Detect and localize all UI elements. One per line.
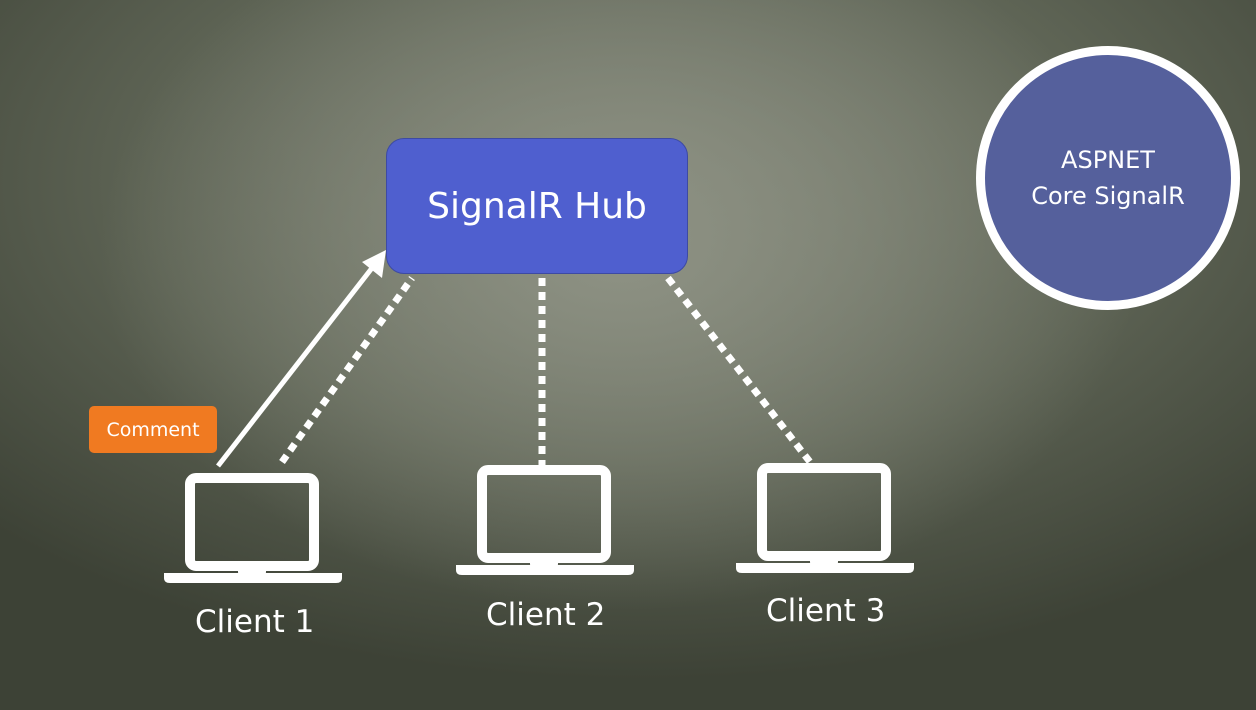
client-3-label: Client 3 — [766, 593, 886, 629]
aspnet-core-signalr-badge: ASPNET Core SignalR — [976, 46, 1240, 310]
comment-arrow — [216, 266, 374, 468]
badge-line-2: Core SignalR — [1031, 182, 1185, 210]
comment-badge: Comment — [89, 406, 217, 453]
dotted-connection-client-1 — [279, 275, 415, 465]
laptop-icon — [456, 465, 634, 575]
laptop-icon — [164, 473, 342, 583]
laptop-icon — [736, 463, 914, 573]
hub-label: SignalR Hub — [427, 185, 647, 227]
comment-label: Comment — [106, 418, 200, 441]
comment-arrowhead — [362, 250, 386, 278]
signalr-hub-box: SignalR Hub — [386, 138, 688, 274]
badge-line-1: ASPNET — [1061, 146, 1155, 174]
dotted-connection-client-3 — [665, 275, 813, 465]
client-1-label: Client 1 — [195, 604, 315, 640]
client-2-label: Client 2 — [486, 597, 606, 633]
